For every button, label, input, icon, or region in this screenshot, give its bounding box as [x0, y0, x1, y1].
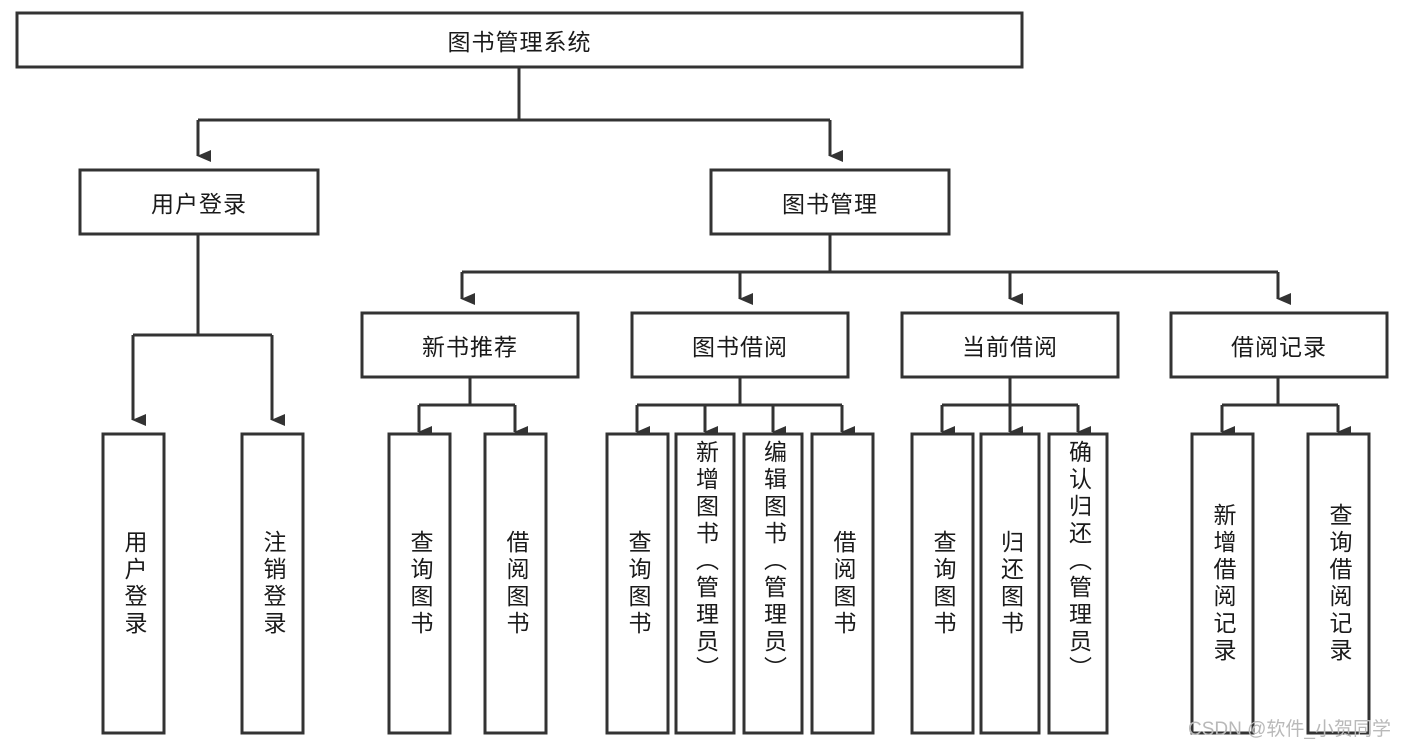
- node-rect-new-book-recommend[interactable]: [360, 311, 580, 379]
- node-rect-leaf-user-login-0[interactable]: [101, 432, 166, 735]
- node-rect-leaf-current-borrow-2[interactable]: [1047, 432, 1109, 735]
- node-rect-user-login[interactable]: [78, 168, 320, 236]
- node-rect-book-manage[interactable]: [709, 168, 951, 236]
- node-rect-leaf-book-borrow-1[interactable]: [674, 432, 736, 735]
- node-rect-leaf-new-book-1[interactable]: [483, 432, 548, 735]
- node-rect-leaf-borrow-record-0[interactable]: [1190, 432, 1255, 735]
- node-rect-leaf-new-book-0[interactable]: [387, 432, 452, 735]
- node-rect-leaf-current-borrow-1[interactable]: [979, 432, 1041, 735]
- node-rect-book-borrow[interactable]: [630, 311, 850, 379]
- node-rect-leaf-book-borrow-0[interactable]: [605, 432, 670, 735]
- node-rect-current-borrow[interactable]: [900, 311, 1120, 379]
- node-rect-leaf-book-borrow-3[interactable]: [810, 432, 875, 735]
- node-rect-leaf-current-borrow-0[interactable]: [910, 432, 975, 735]
- watermark-text: CSDN @软件_小贺同学: [1188, 719, 1391, 740]
- node-rect-leaf-borrow-record-1[interactable]: [1306, 432, 1371, 735]
- node-rect-borrow-record[interactable]: [1169, 311, 1389, 379]
- node-rect-root[interactable]: [15, 11, 1024, 69]
- node-rect-leaf-user-login-1[interactable]: [240, 432, 305, 735]
- node-rect-leaf-book-borrow-2[interactable]: [742, 432, 804, 735]
